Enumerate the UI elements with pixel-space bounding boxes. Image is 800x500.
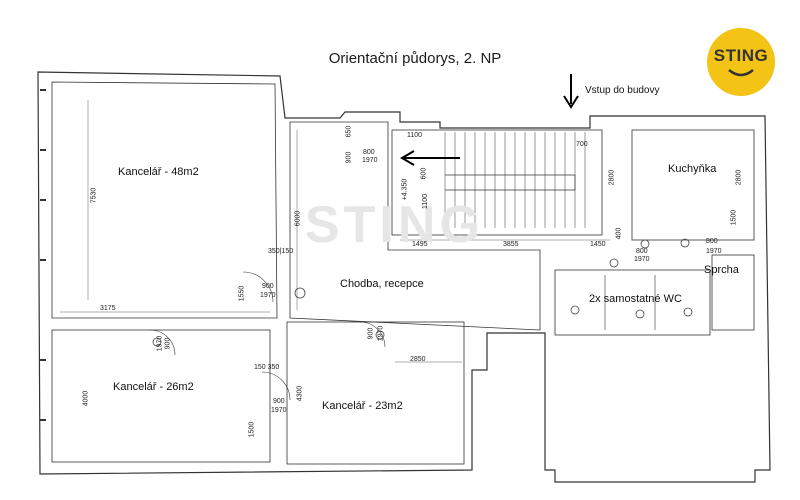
dim-label: 800 [706,238,718,245]
dim-label: 1970 [271,407,287,414]
logo-text: STING [713,46,769,65]
dim-label: +4.350 [401,178,409,201]
dim-label: 1100 [422,193,430,210]
dim-label: 2800 [735,169,743,186]
room-office-23: Kancelář - 23m2 [322,400,403,412]
dim-label: 900 [164,337,172,350]
room-kitchen: Kuchyňka [668,163,717,175]
room-shower: Sprcha [704,264,739,276]
dim-label: 4000 [82,390,90,407]
dim-label: 900 [345,151,353,164]
shower-walls [711,254,755,331]
smile-icon [728,69,754,77]
door-arc-1 [242,271,274,303]
dim-label: 600 [420,167,428,180]
dim-label: 1450 [590,241,606,248]
dim-label: 1970 [362,157,378,164]
room-office-26: Kancelář - 26m2 [113,381,194,393]
dim-label: 800 [636,248,648,255]
dim-label: 2850 [410,356,426,363]
dim-label: 3855 [503,241,519,248]
dim-label: 800 [363,149,375,156]
dim-label: 700 [576,141,588,148]
dim-label: 150 350 [254,364,280,371]
room-office-48: Kancelář - 48m2 [118,166,199,178]
entrance-label: Vstup do budovy [585,85,660,96]
dim-label: 1495 [412,241,428,248]
dim-label: 4300 [296,385,304,402]
outer-wall [37,71,771,483]
dim-label: 1970 [706,248,722,255]
room-wc: 2x samostatné WC [589,293,682,305]
dim-label: 400 [615,227,623,240]
dim-label: 1970 [156,335,164,352]
kitchen-walls [631,129,755,241]
windows-left [40,89,46,421]
staircase [391,129,603,236]
stair-landing [445,174,576,191]
door-arc-2 [149,329,176,356]
dim-label: 7530 [90,187,98,204]
plan-title: Orientační půdorys, 2. NP [328,50,502,67]
dim-lines [60,100,610,363]
dim-label: 2800 [608,169,616,186]
dim-label: 1970 [377,325,385,342]
dim-label: 6000 [294,210,302,227]
dim-label: 1970 [260,292,276,299]
dim-label: 1100 [407,132,423,139]
dim-label: 1550 [238,285,246,302]
dim-label: 1970 [634,256,650,263]
watermark: STING [305,196,484,254]
dim-label: 350|150 [268,248,294,255]
dim-label: 900 [262,283,274,290]
dim-label: 1500 [248,421,256,438]
dim-label: 650 [345,125,353,138]
door-arc-4 [261,371,291,401]
door-arc-3 [359,321,386,348]
office-23-walls [286,321,465,465]
dim-label: 900 [273,398,285,405]
wc-block-walls [554,269,711,336]
office-26-walls [51,329,271,463]
dim-label: 900 [367,327,375,340]
corridor-walls [289,121,541,331]
inner-wall [51,81,278,319]
sting-logo: STING [707,28,775,96]
room-corridor: Chodba, recepce [340,278,424,290]
dim-label: 3175 [100,305,116,312]
dim-label: 1500 [730,209,738,226]
